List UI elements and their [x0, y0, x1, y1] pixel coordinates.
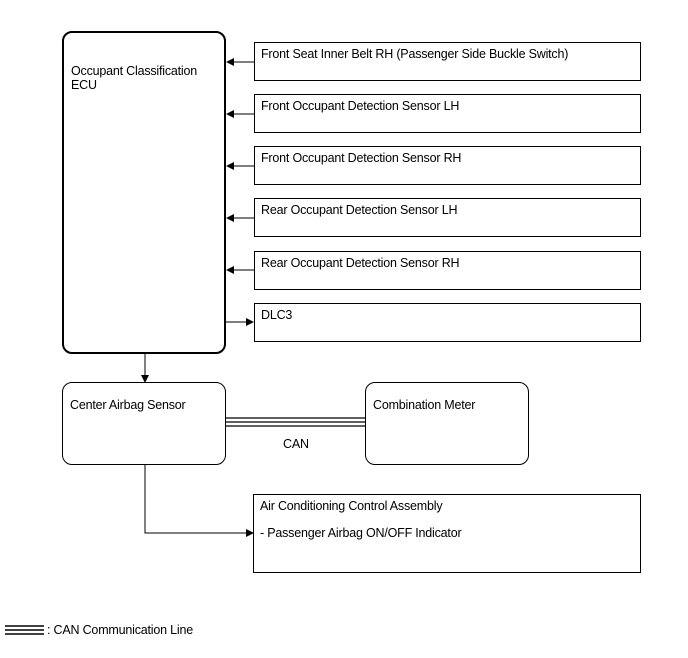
front-sensor-lh-label: Front Occupant Detection Sensor LH: [261, 99, 460, 113]
dlc3-label: DLC3: [261, 308, 293, 322]
occupant-classification-ecu: Occupant Classification ECU: [62, 31, 226, 354]
rear-sensor-lh-box: Rear Occupant Detection Sensor LH: [254, 198, 641, 237]
ac-assembly-title: Air Conditioning Control Assembly: [260, 499, 443, 513]
ecu-label-line1: Occupant Classification: [71, 64, 198, 78]
rear-sensor-rh-box: Rear Occupant Detection Sensor RH: [254, 251, 641, 290]
arrow-airbag-to-ac: [144, 465, 254, 537]
front-seat-inner-belt-box: Front Seat Inner Belt RH (Passenger Side…: [254, 42, 641, 81]
dlc3-box: DLC3: [254, 303, 641, 342]
can-label: CAN: [283, 437, 309, 451]
combination-meter-box: Combination Meter: [365, 382, 529, 465]
front-sensor-rh-box: Front Occupant Detection Sensor RH: [254, 146, 641, 185]
front-seat-inner-belt-label: Front Seat Inner Belt RH (Passenger Side…: [261, 47, 569, 61]
combination-meter-label: Combination Meter: [373, 398, 476, 412]
front-sensor-rh-label: Front Occupant Detection Sensor RH: [261, 151, 462, 165]
rear-sensor-rh-label: Rear Occupant Detection Sensor RH: [261, 256, 460, 270]
ecu-label-line2: ECU: [71, 78, 97, 92]
center-airbag-sensor-label: Center Airbag Sensor: [70, 398, 186, 412]
rear-sensor-lh-label: Rear Occupant Detection Sensor LH: [261, 203, 458, 217]
ac-assembly-item: - Passenger Airbag ON/OFF Indicator: [260, 526, 462, 540]
front-sensor-lh-box: Front Occupant Detection Sensor LH: [254, 94, 641, 133]
legend-text: : CAN Communication Line: [47, 623, 193, 637]
ac-control-assembly-box: Air Conditioning Control Assembly - Pass…: [253, 494, 641, 573]
center-airbag-sensor-box: Center Airbag Sensor: [62, 382, 226, 465]
